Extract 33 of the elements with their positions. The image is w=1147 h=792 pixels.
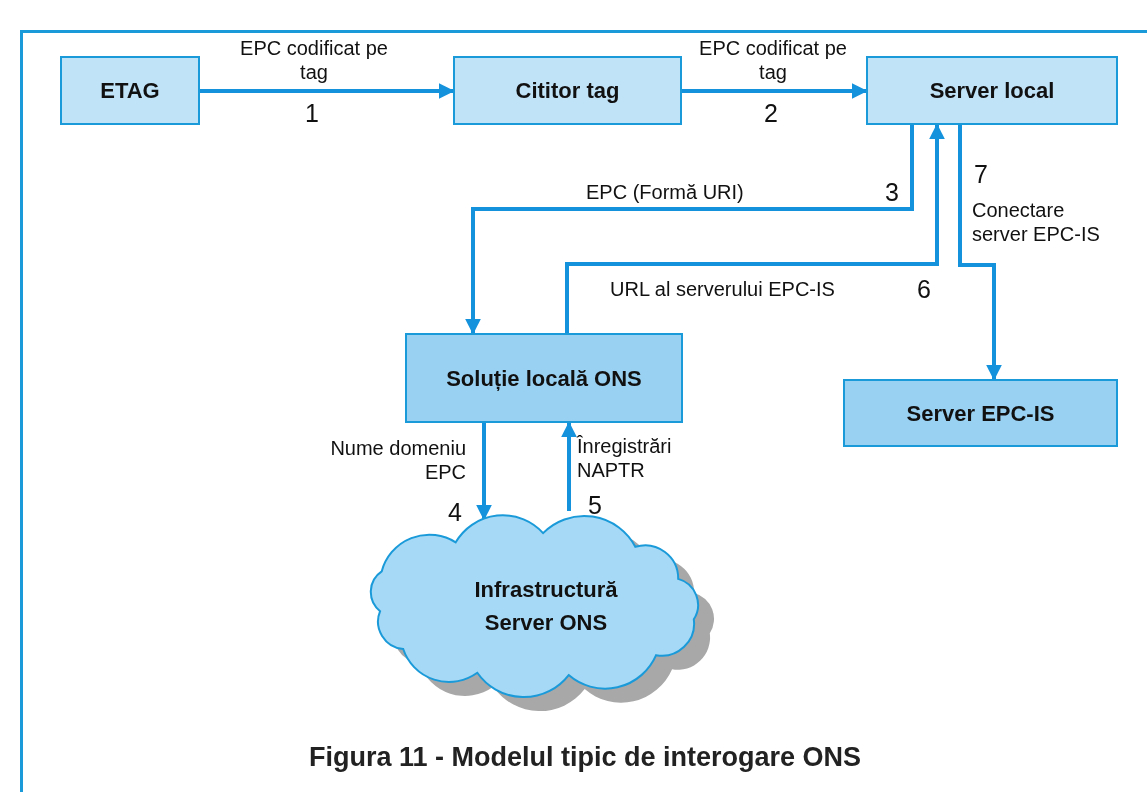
step-number: 1 [305, 101, 319, 126]
arrow [465, 125, 914, 335]
process-box [405, 333, 683, 423]
node-label: ETAG [100, 77, 160, 105]
arrow [958, 125, 1002, 381]
arrow [200, 83, 455, 99]
edge-label: EPC (Formă URI) [586, 181, 744, 203]
edge-label: URL al serverului EPC-IS [610, 278, 835, 300]
step-number: 2 [764, 101, 778, 126]
figure-caption: Figura 11 - Modelul tipic de interogare ONS [308, 742, 862, 772]
process-box [453, 56, 682, 125]
edge-label: Conectare server EPC-IS [972, 199, 1100, 245]
node-label: Server local [929, 77, 1055, 105]
step-number: 7 [974, 162, 988, 187]
edge-label: EPC codificat pe tag [699, 37, 847, 83]
step-number: 6 [917, 277, 931, 302]
edge-label: EPC codificat pe tag [240, 37, 388, 83]
node-label: Server EPC-IS [906, 399, 1055, 428]
node-label: Cititor tag [515, 77, 620, 105]
edge-label: Nume domeniu EPC [330, 437, 466, 483]
arrow [682, 83, 868, 99]
step-number: 5 [588, 493, 602, 518]
edge-label: Înregistrări NAPTR [577, 435, 672, 481]
process-box [60, 56, 200, 125]
step-number: 3 [885, 180, 899, 205]
step-number: 4 [448, 500, 462, 525]
node-label: Infrastructură Server ONS [473, 575, 619, 637]
process-box [866, 56, 1118, 125]
arrow [561, 421, 577, 511]
arrow [565, 123, 945, 333]
process-box [843, 379, 1118, 447]
arrow [476, 423, 492, 521]
node-label: Soluție locală ONS [446, 364, 642, 393]
